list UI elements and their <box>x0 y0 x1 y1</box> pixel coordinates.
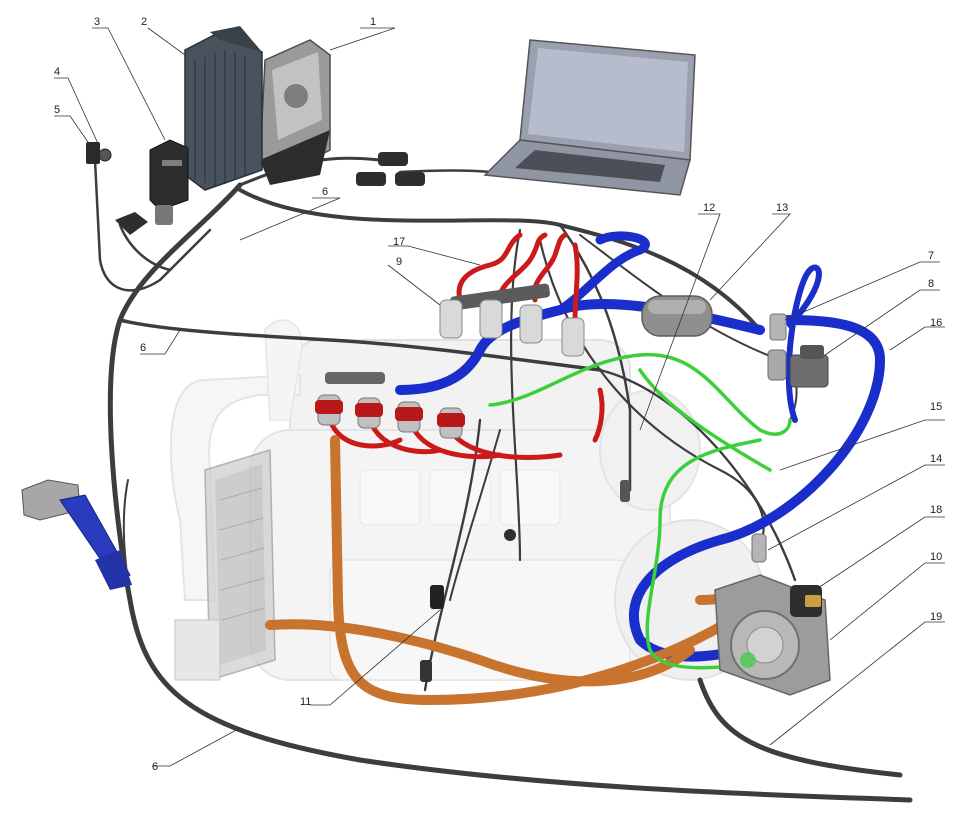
callout-14: 14 <box>930 453 942 465</box>
callout-17: 17 <box>393 236 405 248</box>
leader-lines <box>54 27 945 767</box>
callout-4: 4 <box>54 66 60 78</box>
injector-hoses <box>327 232 605 460</box>
callout-8: 8 <box>928 278 934 290</box>
vacuum-lines <box>488 353 792 670</box>
knock-sensor <box>504 480 630 541</box>
injector-rail-upper <box>439 283 585 357</box>
callout-6-top: 6 <box>322 186 328 198</box>
accelerator-pedal <box>21 479 132 590</box>
interface-module <box>149 139 189 225</box>
injector <box>519 304 543 344</box>
injector <box>479 299 503 339</box>
callout-18: 18 <box>930 504 942 516</box>
radiator <box>174 448 276 682</box>
callout-5: 5 <box>54 104 60 116</box>
solenoid-coil <box>790 585 822 617</box>
nozzle <box>315 394 343 426</box>
callout-11: 11 <box>300 696 311 708</box>
callout-labels: 1 2 3 4 5 6 6 6 7 8 9 10 11 12 13 14 15 … <box>54 16 942 773</box>
callout-2: 2 <box>141 16 147 28</box>
callout-16: 16 <box>930 317 942 329</box>
nozzle <box>355 397 383 429</box>
callout-10: 10 <box>930 551 942 563</box>
temperature-sensor <box>751 533 767 563</box>
injector <box>439 299 463 339</box>
indicator-panel <box>86 142 100 164</box>
diagnostic-connector <box>115 212 148 235</box>
gas-pressure-sensor <box>767 313 787 381</box>
injector <box>561 317 585 357</box>
callout-12: 12 <box>703 202 715 214</box>
nozzle <box>437 407 465 439</box>
injector-rail-lower <box>315 372 465 439</box>
gas-filter <box>641 295 713 337</box>
laptop <box>483 39 696 196</box>
callout-7: 7 <box>928 250 934 262</box>
callout-6-bottom: 6 <box>152 761 158 773</box>
callout-15: 15 <box>930 401 942 413</box>
diesel-ecu <box>184 26 263 191</box>
diagnostic-plugs <box>356 152 425 186</box>
callout-9: 9 <box>396 256 402 268</box>
callout-13: 13 <box>776 202 788 214</box>
gas-ecu <box>259 39 331 185</box>
callout-6-left: 6 <box>140 342 146 354</box>
nozzle <box>395 401 423 433</box>
callout-1: 1 <box>370 16 376 28</box>
callout-19: 19 <box>930 611 942 623</box>
gas-valve <box>789 345 829 388</box>
callout-3: 3 <box>94 16 100 28</box>
switch-button <box>98 148 112 162</box>
map-sensor <box>420 585 444 682</box>
